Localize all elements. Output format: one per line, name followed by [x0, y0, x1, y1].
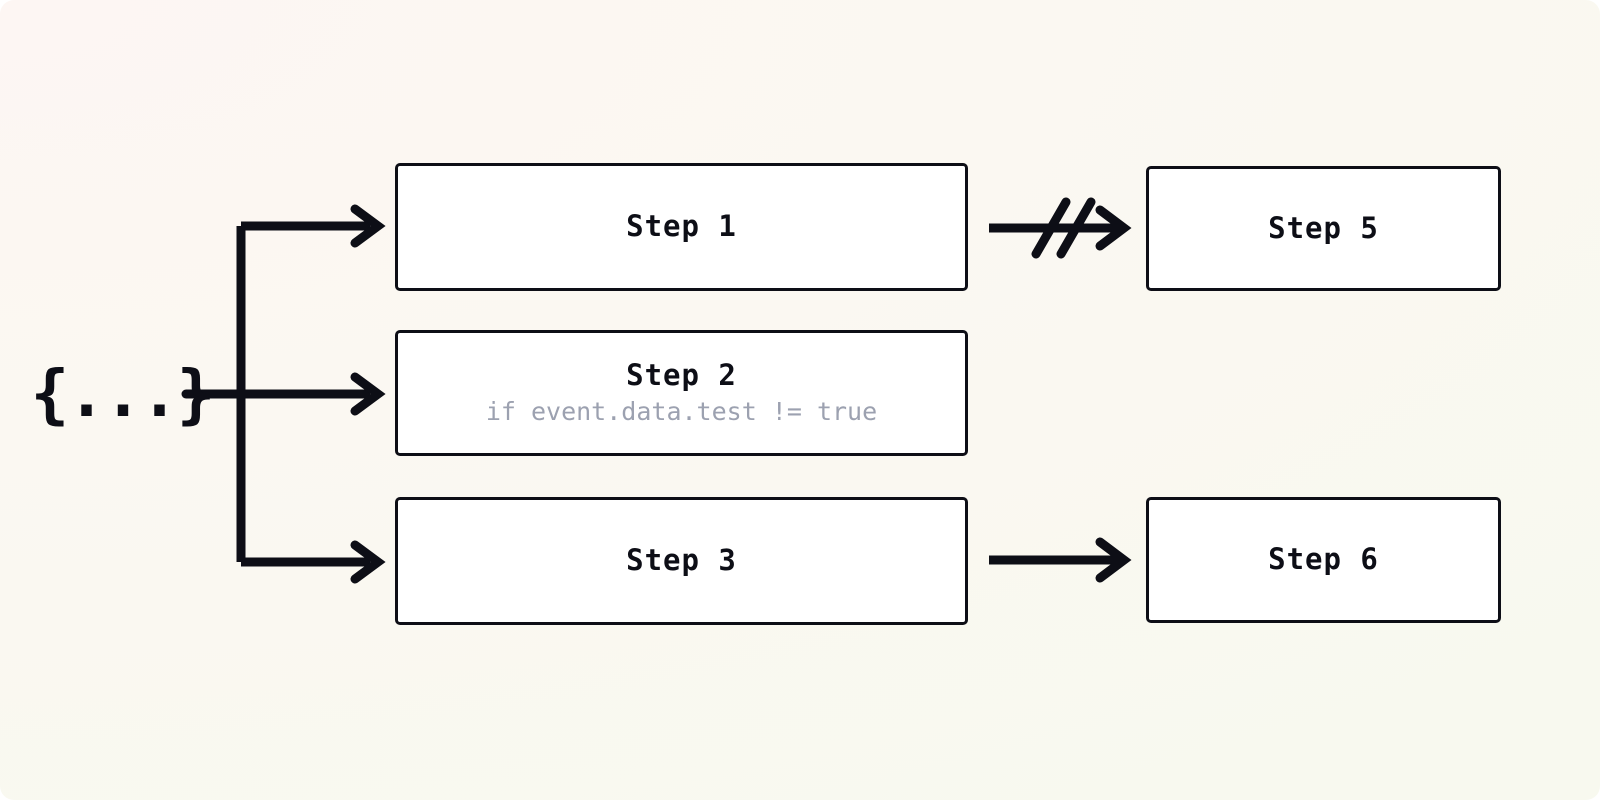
trigger-payload-glyph: {...}	[31, 349, 216, 441]
break-slash-second-icon	[1056, 197, 1096, 259]
edge-trigger-to-step-3-arrowhead	[350, 540, 386, 584]
node-step-3-title: Step 3	[626, 543, 737, 578]
edge-trigger-to-step-1-arrowhead	[350, 204, 386, 248]
node-step-5-title: Step 5	[1268, 210, 1379, 245]
node-step-2[interactable]: Step 2 if event.data.test != true	[395, 330, 968, 456]
node-step-2-condition: if event.data.test != true	[485, 397, 878, 427]
trigger-label: {...}	[30, 358, 216, 432]
edge-step-3-to-step-6-arrowhead	[1095, 537, 1132, 583]
node-step-6[interactable]: Step 6	[1146, 497, 1501, 623]
node-step-6-title: Step 6	[1268, 542, 1379, 577]
node-step-3[interactable]: Step 3	[395, 497, 968, 625]
node-step-1-title: Step 1	[626, 209, 737, 244]
break-slash-first-icon	[1031, 197, 1071, 259]
node-step-2-title: Step 2	[626, 357, 737, 392]
edge-step-1-to-step-5-arrowhead	[1095, 205, 1132, 251]
node-step-1[interactable]: Step 1	[395, 163, 968, 291]
edge-trigger-to-step-2-arrowhead	[350, 372, 386, 416]
node-step-5[interactable]: Step 5	[1146, 166, 1501, 291]
